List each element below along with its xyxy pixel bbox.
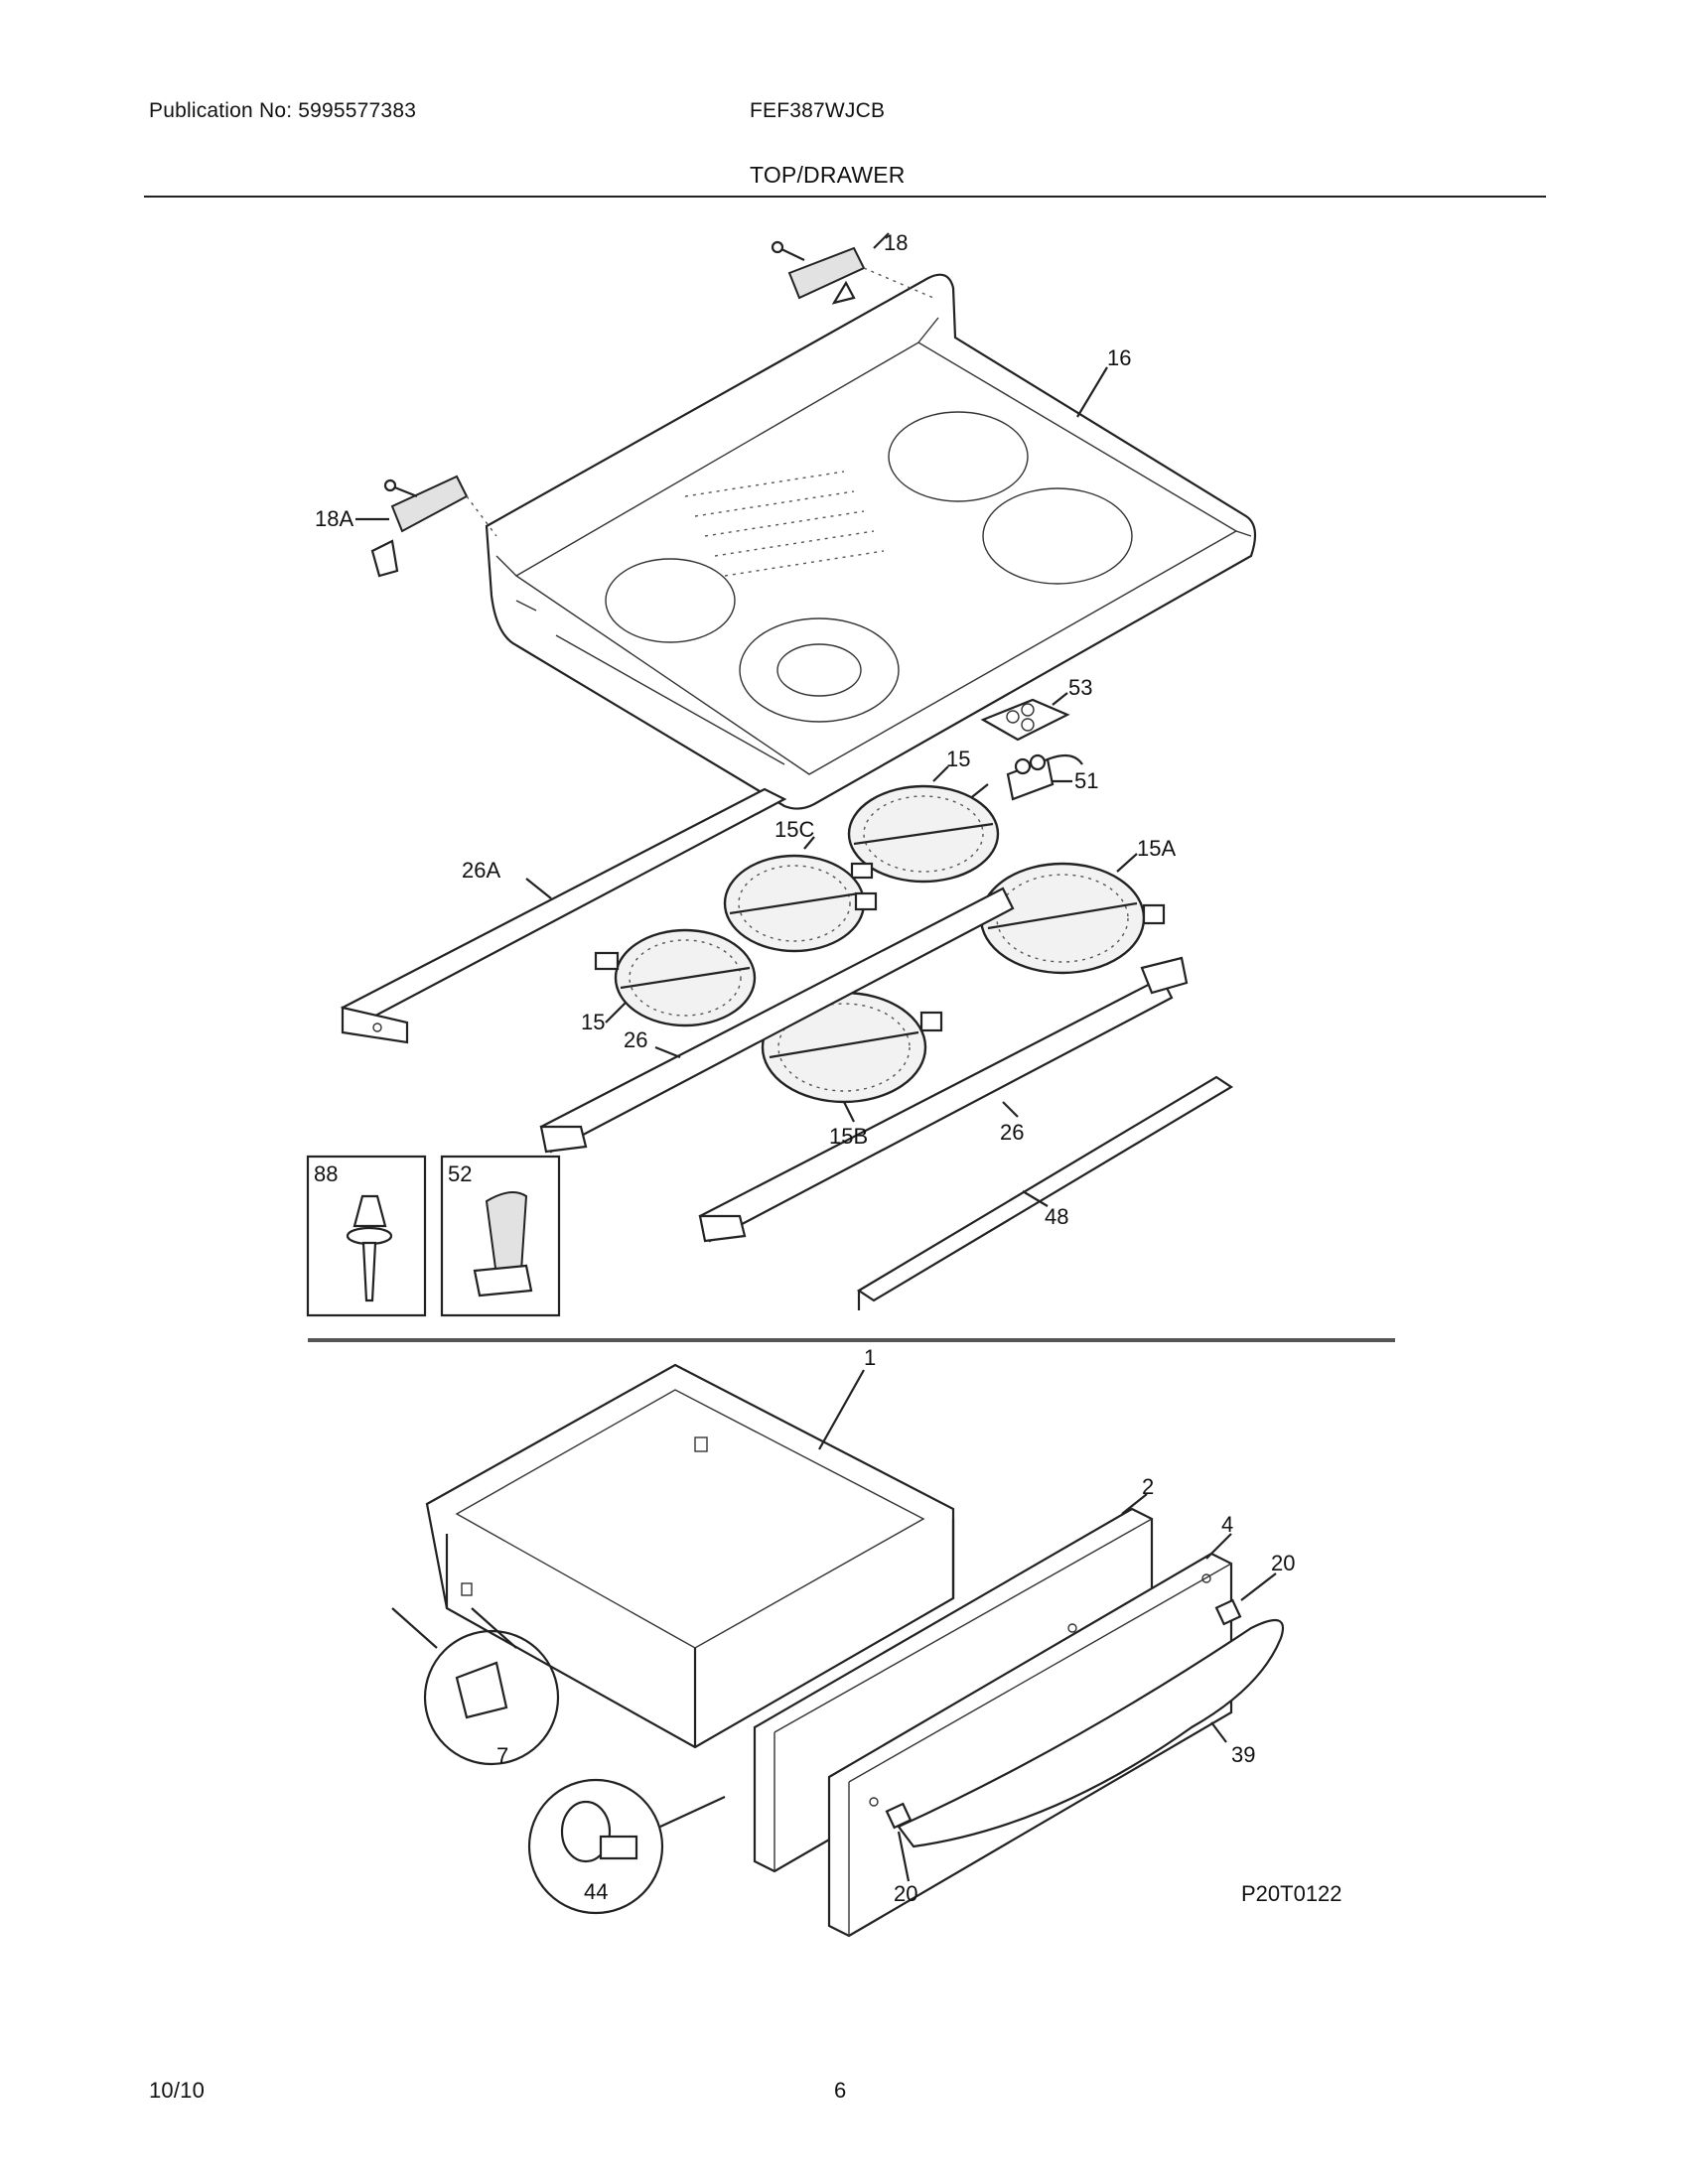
surface-element-15c [723, 854, 878, 953]
callout-88: 88 [314, 1161, 338, 1186]
drawer-body-1 [425, 1363, 955, 1749]
callout-26a: 26A [462, 858, 500, 883]
inset-box-52 [440, 1155, 561, 1317]
trim-strip-48 [856, 1075, 1234, 1310]
surface-element-15-rear [847, 784, 1000, 884]
handle-cap-20-right [1214, 1598, 1242, 1626]
callout-53: 53 [1068, 675, 1092, 700]
callouts: 18 16 18A 53 15 51 15C 15A 26A 15 26 15B… [314, 230, 1342, 1906]
footer-date: 10/10 [149, 2078, 206, 2103]
callout-15c: 15C [774, 817, 814, 842]
callout-20-left: 20 [894, 1881, 917, 1906]
callout-18: 18 [884, 230, 908, 255]
model-number: FEF387WJCB [750, 99, 886, 122]
callout-15a: 15A [1137, 836, 1176, 861]
bracket-18a [370, 475, 497, 578]
page-number: 6 [834, 2078, 847, 2103]
callout-48: 48 [1045, 1204, 1068, 1229]
callout-51: 51 [1074, 768, 1098, 793]
callout-2: 2 [1142, 1474, 1154, 1499]
callout-15b: 15B [829, 1124, 868, 1149]
callout-4: 4 [1221, 1512, 1233, 1537]
callout-26-rear: 26 [1000, 1120, 1024, 1145]
surface-element-15-front [594, 928, 757, 1027]
drawer-handle-39 [897, 1618, 1284, 1848]
callout-18a: 18A [315, 506, 353, 531]
callout-39: 39 [1231, 1742, 1255, 1767]
brace-26a [340, 787, 787, 1044]
callout-44: 44 [584, 1879, 608, 1904]
detail-circle-7 [391, 1607, 560, 1766]
callout-7: 7 [496, 1743, 508, 1768]
header-rule [144, 196, 1546, 198]
callout-26-front: 26 [624, 1027, 647, 1052]
switch-block-53 [980, 698, 1070, 742]
cooktop-glass-top [485, 273, 1257, 810]
bracket-18 [771, 240, 934, 305]
callout-1: 1 [864, 1345, 876, 1370]
diagram-code: P20T0122 [1241, 1881, 1342, 1906]
brace-26-front [539, 887, 1015, 1154]
callout-20-right: 20 [1271, 1551, 1295, 1575]
callout-16: 16 [1107, 345, 1131, 370]
handle-cap-20-left [885, 1802, 913, 1830]
callout-15-rear: 15 [946, 747, 970, 771]
inset-box-88 [306, 1155, 427, 1317]
section-divider [308, 1338, 1395, 1342]
publication-number: Publication No: 5995577383 [149, 99, 417, 122]
brace-26-rear [698, 956, 1189, 1243]
callout-15-front: 15 [581, 1010, 605, 1034]
callout-52: 52 [448, 1161, 472, 1186]
section-title: TOP/DRAWER [750, 162, 906, 188]
detail-circle-44 [527, 1778, 726, 1915]
surface-element-15a [979, 862, 1166, 975]
